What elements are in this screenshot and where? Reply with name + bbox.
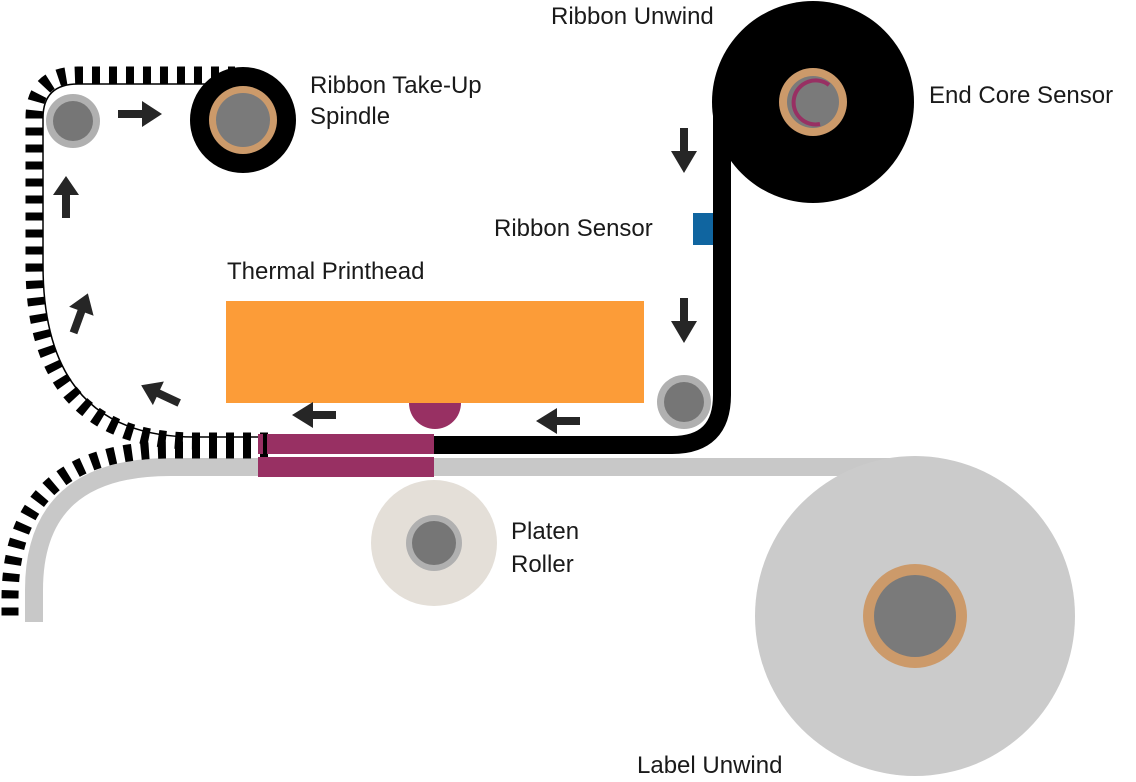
- ribbon-unwind-label: Ribbon Unwind: [551, 3, 714, 30]
- arrow-icon: [671, 298, 697, 343]
- printed-ribbon-segment: [258, 434, 434, 454]
- printhead-contact-element: [409, 403, 461, 429]
- ribbon-take-up-spindle: [190, 67, 296, 173]
- label-liner-path: [25, 458, 917, 622]
- arrow-icon: [118, 101, 162, 127]
- platen-roller: [371, 480, 497, 606]
- spent-ribbon-lower-path: [1, 441, 268, 624]
- arrow-icon: [69, 293, 94, 335]
- ribbon-take-up-spindle-label-line1: Ribbon Take-Up: [310, 72, 482, 99]
- ribbon-sensor: [693, 213, 713, 245]
- printed-label-segment: [258, 457, 434, 477]
- ribbon-sensor-label: Ribbon Sensor: [494, 215, 653, 242]
- ribbon-guide-roller-left: [46, 94, 100, 148]
- ribbon-unwind-roll: [712, 1, 914, 203]
- end-core-sensor-arc-icon: [791, 78, 831, 127]
- arrow-icon: [292, 402, 336, 428]
- thermal-printhead: [226, 301, 644, 403]
- flow-arrows: [53, 101, 697, 434]
- platen-roller-label-line2: Roller: [511, 551, 574, 578]
- arrow-icon: [536, 408, 580, 434]
- platen-roller-label-line1: Platen: [511, 518, 580, 545]
- spent-ribbon-upper-path-inner-line: [42, 83, 268, 438]
- thermal-printhead-label: Thermal Printhead: [227, 258, 425, 285]
- arrow-icon: [53, 176, 79, 218]
- end-core-sensor-label: End Core Sensor: [929, 82, 1114, 109]
- spent-ribbon-upper-path: [25, 66, 268, 450]
- arrow-icon: [141, 381, 181, 407]
- ribbon-guide-roller-right: [657, 375, 711, 429]
- label-unwind-label: Label Unwind: [637, 752, 783, 779]
- arrow-icon: [671, 128, 697, 173]
- label-unwind-roll: [755, 456, 1075, 776]
- ribbon-take-up-spindle-label-line2: Spindle: [310, 103, 391, 130]
- ribbon-tear-marker: [263, 434, 267, 454]
- ribbon-path-solid: [434, 90, 731, 454]
